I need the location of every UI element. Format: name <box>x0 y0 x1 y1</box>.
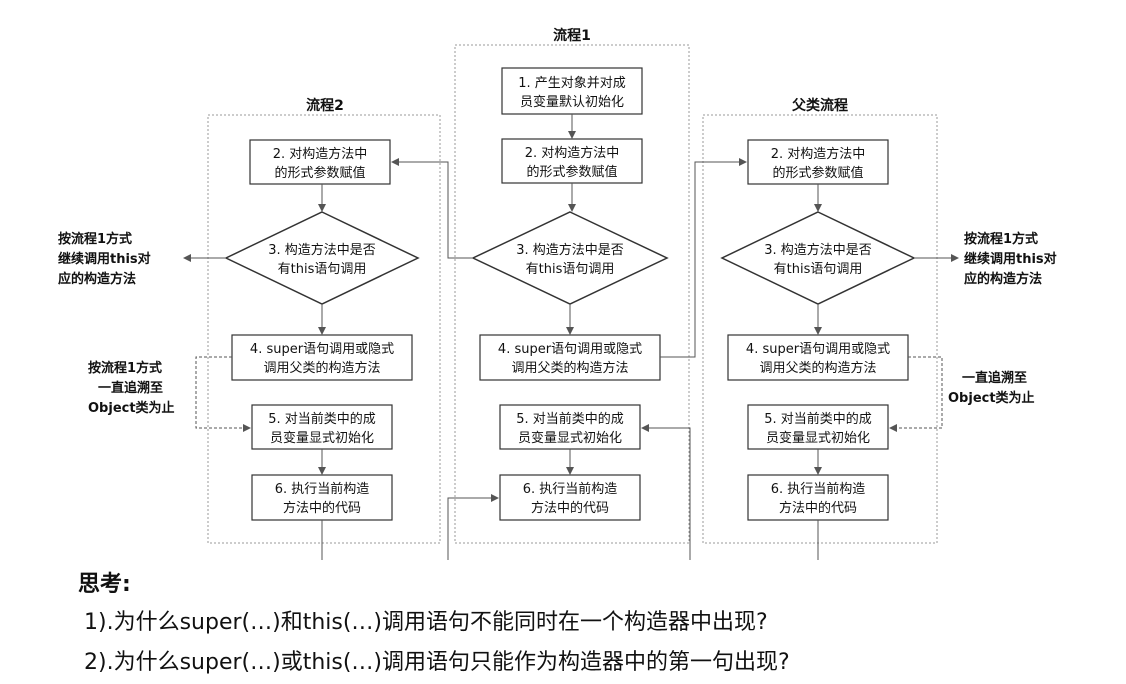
flow2-frame <box>207 114 441 544</box>
note-right-super-line1: 一直追溯至 <box>962 370 1027 386</box>
connector-flow2-return-to-flow1 <box>321 494 499 560</box>
note-left-this-line2: 继续调用this对 <box>58 251 151 267</box>
thinking-section: 思考: 1).为什么super(…)和this(…)调用语句不能同时在一个构造器… <box>78 566 790 684</box>
flow1-step2-box <box>501 138 643 184</box>
parent-step4-line1: 4. super语句调用或隐式 <box>746 342 890 357</box>
note-left-this-line3: 应的构造方法 <box>58 271 136 287</box>
note-left-super-line2: 一直追溯至 <box>98 380 163 396</box>
parent-step3-line2: 有this语句调用 <box>774 262 863 277</box>
parent-title: 父类流程 <box>791 97 848 114</box>
flow1-step5-line1: 5. 对当前类中的成 <box>516 411 624 427</box>
flow1-step4-line1: 4. super语句调用或隐式 <box>498 342 642 357</box>
note-right-this-line2: 继续调用this对 <box>964 251 1057 267</box>
parent-step2-box <box>747 139 889 185</box>
flow2-step5-line2: 员变量显式初始化 <box>270 430 374 446</box>
flow1-step2-line1: 2. 对构造方法中 <box>525 145 620 161</box>
flow1-step4-line2: 调用父类的构造方法 <box>511 360 628 376</box>
flow2-step2-box <box>249 139 391 185</box>
note-right-super-line2: Object类为止 <box>948 390 1035 406</box>
flow1-step3-diamond <box>471 211 669 305</box>
parent-step5-box <box>747 404 889 450</box>
parent-step4-box <box>727 334 909 381</box>
flow1-step1-box <box>501 67 643 115</box>
note-left-this-line1: 按流程1方式 <box>58 231 132 247</box>
parent-step2-line1: 2. 对构造方法中 <box>771 146 866 162</box>
flow1-frame <box>454 44 690 544</box>
flow2-step6-line2: 方法中的代码 <box>283 500 361 516</box>
flow2-step2-line2: 的形式参数赋值 <box>274 165 365 181</box>
connector-flow2-super-chain <box>195 356 251 432</box>
flow1-step2-line2: 的形式参数赋值 <box>526 164 617 180</box>
connector-flow1-super-to-parent <box>660 158 747 358</box>
parent-step6-line2: 方法中的代码 <box>779 500 857 516</box>
flow1-step6-line2: 方法中的代码 <box>531 500 609 516</box>
thinking-question-2: 2).为什么super(…)或this(…)调用语句只能作为构造器中的第一句出现… <box>84 650 790 675</box>
flow2-step3-diamond <box>224 211 420 305</box>
flow1-step3-line2: 有this语句调用 <box>526 262 615 277</box>
parent-step2-line2: 的形式参数赋值 <box>772 165 863 181</box>
connector-parent-return-to-flow1 <box>641 424 819 560</box>
flow1-step3-line1: 3. 构造方法中是否 <box>516 242 624 258</box>
flowchart: 流程2 流程1 父类流程 1. 产生对象并对成 员变量默认初始化 2. 对构造方… <box>58 27 1057 560</box>
parent-step3-line1: 3. 构造方法中是否 <box>764 242 872 258</box>
note-left-super-line3: Object类为止 <box>88 400 175 416</box>
flow2-step4-line1: 4. super语句调用或隐式 <box>250 342 394 357</box>
parent-step6-line1: 6. 执行当前构造 <box>771 481 866 497</box>
note-right-this-line3: 应的构造方法 <box>964 271 1042 287</box>
note-left-super-line1: 按流程1方式 <box>88 360 162 376</box>
flow1-step5-line2: 员变量显式初始化 <box>518 430 622 446</box>
flow2-step3-line1: 3. 构造方法中是否 <box>268 242 376 258</box>
parent-step5-line1: 5. 对当前类中的成 <box>764 411 872 427</box>
flow1-step1-line1: 1. 产生对象并对成 <box>518 76 626 91</box>
flow2-step3-line2: 有this语句调用 <box>278 262 367 277</box>
flow1-step6-line1: 6. 执行当前构造 <box>523 481 618 497</box>
flow1-step4-box <box>479 334 661 381</box>
thinking-title: 思考: <box>78 572 131 597</box>
connector-parent-super-chain <box>889 356 943 432</box>
flow2-step5-box <box>251 404 393 450</box>
flow2-step2-line1: 2. 对构造方法中 <box>273 146 368 162</box>
parent-step3-diamond <box>720 211 916 305</box>
thinking-question-1: 1).为什么super(…)和this(…)调用语句不能同时在一个构造器中出现? <box>84 610 768 635</box>
note-right-this-line1: 按流程1方式 <box>964 231 1038 247</box>
parent-frame <box>702 114 938 544</box>
parent-step6-box <box>747 474 889 521</box>
connector-flow1-this-to-flow2 <box>391 158 473 259</box>
flow2-title: 流程2 <box>306 97 344 114</box>
parent-step4-line2: 调用父类的构造方法 <box>759 360 876 376</box>
flow1-step1-line2: 员变量默认初始化 <box>520 94 624 110</box>
flow1-step6-box <box>499 474 641 521</box>
flow2-step4-line2: 调用父类的构造方法 <box>263 360 380 376</box>
flow2-step5-line1: 5. 对当前类中的成 <box>268 411 376 427</box>
flow1-title: 流程1 <box>553 27 591 44</box>
flow2-step4-box <box>231 334 413 381</box>
flow2-step6-line1: 6. 执行当前构造 <box>275 481 370 497</box>
parent-step5-line2: 员变量显式初始化 <box>766 430 870 446</box>
